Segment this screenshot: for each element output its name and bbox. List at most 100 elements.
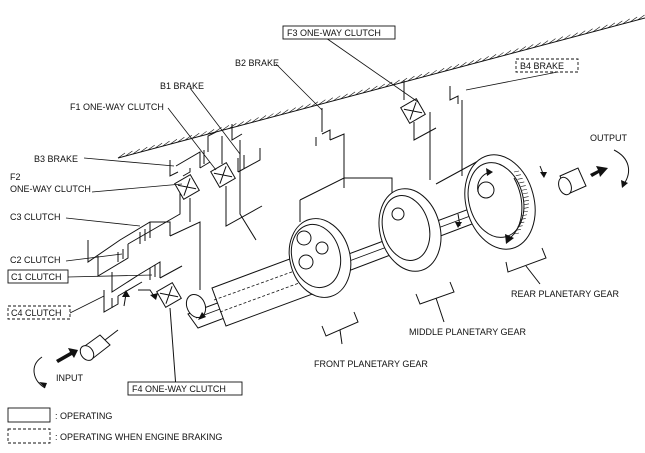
rear-gear-bracket (505, 247, 547, 285)
case-hatch-line (310, 101, 319, 107)
case-hatch-line (422, 71, 430, 78)
f3-one-way-clutch-label: F3 ONE-WAY CLUTCH (287, 28, 381, 38)
case-hatch-line (281, 109, 289, 115)
gear-tooth (522, 192, 529, 195)
legend-operating-label: : OPERATING (55, 411, 112, 421)
gear-tooth (513, 170, 520, 173)
b2-brake-label: B2 BRAKE (235, 58, 279, 68)
rear-planetary-gear-label: REAR PLANETARY GEAR (511, 289, 620, 299)
case-hatch-line (503, 50, 512, 56)
b2-brake-element (299, 108, 393, 201)
f4-label-box (127, 381, 243, 396)
case-hatch-line (488, 54, 497, 60)
case-hatch-line (206, 129, 215, 135)
case-hatch-line (318, 99, 326, 106)
case-hatch-line (407, 75, 415, 82)
front-planetary-gear-label: FRONT PLANETARY GEAR (314, 359, 428, 369)
f3-label-box (282, 25, 396, 40)
case-hatch-line (555, 36, 564, 42)
middle-planetary-gear-label: MIDDLE PLANETARY GEAR (409, 327, 527, 337)
gear-tooth (517, 177, 523, 180)
f3-one-way-clutch-element (400, 80, 437, 180)
middle-gear-bracket (415, 281, 455, 323)
case-hatch-line (533, 42, 541, 48)
case-hatch-line (570, 32, 578, 38)
gear-tooth (519, 181, 525, 184)
case-hatch-line (125, 150, 133, 157)
gear-tooth (523, 203, 530, 206)
case-hatch-line (154, 142, 163, 149)
gear-tooth (513, 232, 520, 235)
case-hatch-line (429, 69, 437, 76)
case-hatch-line (177, 136, 185, 143)
case-hatch-line (474, 58, 482, 64)
clutch-drums (87, 190, 201, 313)
gear-tooth (519, 221, 525, 224)
legend-operating-swatch (7, 407, 51, 423)
case-hatch-line (251, 117, 259, 123)
gear-tooth (523, 196, 529, 198)
f1-one-way-clutch-label: F1 ONE-WAY CLUTCH (70, 102, 164, 112)
case-hatch-line (466, 60, 475, 66)
case-hatch-line (362, 87, 371, 94)
case-hatch-line (273, 111, 282, 117)
gear-tooth (517, 225, 523, 228)
case-hatch-line (325, 97, 334, 104)
c2-clutch-label: C2 CLUTCH (10, 255, 61, 265)
case-hatch-line (333, 95, 341, 102)
gear-tooth (523, 207, 529, 209)
front-gear-bracket (321, 311, 359, 345)
gear-tooth (523, 199, 530, 202)
case-hatch-line (436, 67, 445, 74)
f4-one-way-clutch-element (156, 282, 207, 389)
case-hatch-line (629, 16, 638, 23)
case-hatch-line (295, 105, 304, 111)
case-hatch-line (548, 38, 556, 44)
case-hatch-line (288, 107, 296, 113)
c4-flow-arrow-icon (122, 290, 130, 307)
case-hatch-line (444, 65, 452, 72)
f1-one-way-clutch-element (207, 131, 263, 227)
input-arrow-icon (56, 348, 78, 363)
case-hatch-line (481, 56, 489, 62)
case-hatch-line (117, 152, 126, 159)
c4-clutch-label: C4 CLUTCH (11, 308, 62, 318)
case-hatch-line (459, 62, 467, 68)
case-hatch-line (518, 46, 526, 52)
case-hatch-line (578, 30, 586, 36)
f2-one-way-clutch-element (169, 160, 200, 222)
c4-label-box (7, 305, 71, 320)
c1-flow-arrow-icon (138, 289, 158, 300)
case-hatch-line (169, 138, 178, 145)
case-hatch-line (340, 93, 348, 100)
gear-tooth (520, 185, 526, 187)
b1-brake-element (231, 124, 261, 241)
gear-tooth (521, 188, 528, 191)
c1-clutch-label: C1 CLUTCH (11, 272, 62, 282)
case-hatch-line (392, 79, 400, 86)
input-rotation-arrow-icon (33, 356, 47, 389)
f4-one-way-clutch-label: F4 ONE-WAY CLUTCH (132, 384, 226, 394)
case-hatch-line (199, 131, 207, 137)
gear-tooth (515, 174, 521, 176)
b4-brake-label: B4 BRAKE (520, 61, 564, 71)
gear-tooth (521, 214, 528, 217)
rear-planetary-gear (464, 154, 536, 250)
b4-label-box (515, 58, 579, 73)
case-hatch-line (258, 115, 267, 121)
case-hatch-line (347, 91, 356, 98)
b4-brake-element (435, 86, 481, 185)
case-hatch-line (184, 135, 192, 141)
b1-brake-label: B1 BRAKE (160, 81, 204, 91)
case-hatch-line (229, 123, 237, 129)
middle-planetary-gear (378, 188, 462, 272)
case-hatch-line (370, 85, 378, 92)
case-hatch-line (303, 103, 311, 109)
case-hatch-line (511, 48, 519, 54)
f2-label-line2: ONE-WAY CLUTCH (10, 184, 91, 194)
gear-tooth (522, 210, 529, 213)
gear-tooth (515, 229, 521, 231)
case-hatch-line (244, 119, 252, 125)
case-hatch-line (607, 22, 616, 29)
case-hatch-line (192, 133, 200, 139)
